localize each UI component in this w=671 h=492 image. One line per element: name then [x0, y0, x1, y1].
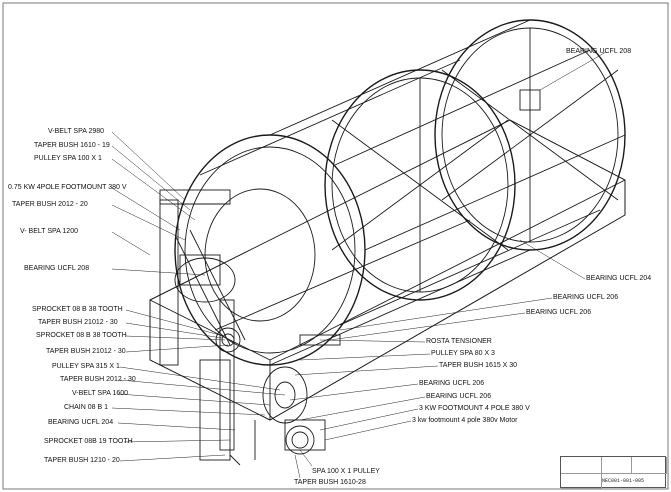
label-sprocket-08b-19: SPROCKET 08B 19 TOOTH	[44, 438, 133, 445]
label-sprocket-08b-38-a: SPROCKET 08 B 38 TOOTH	[32, 306, 123, 313]
label-taper-bush-1610-28: TAPER BUSH 1610-28	[294, 479, 366, 486]
label-pulley-spa-315x1: PULLEY SPA 315 X 1	[52, 363, 120, 370]
label-vbelt-spa-2980: V-BELT SPA 2980	[48, 128, 105, 135]
label-motor-3kw-lower: 3 kw footmount 4 pole 380v Motor	[412, 417, 518, 424]
label-taper-bush-21012-30-a: TAPER BUSH 21012 - 30	[38, 319, 118, 326]
drum-assembly	[149, 19, 626, 466]
label-bearing-ucfl-206-c: BEARING UCFL 206	[419, 380, 485, 387]
label-chain-08b-1: CHAIN 08 B 1	[64, 404, 108, 411]
label-vbelt-spa-1200: V- BELT SPA 1200	[20, 228, 78, 235]
label-pulley-spa-100x1: PULLEY SPA 100 X 1	[34, 155, 102, 162]
label-taper-bush-21012-30-b: TAPER BUSH 21012 - 30	[46, 348, 126, 355]
label-bearing-ucfl-204-left: BEARING UCFL 204	[48, 419, 114, 426]
label-motor-075kw: 0.75 KW 4POLE FOOTMOUNT 380 V	[8, 184, 127, 191]
label-taper-bush-2012-30: TAPER BUSH 2012 - 30	[60, 376, 136, 383]
label-bearing-ucfl-204-right: BEARING UCFL 204	[586, 275, 652, 282]
label-bearing-ucfl-206-a: BEARING UCFL 206	[553, 294, 619, 301]
label-taper-bush-1615-30: TAPER BUSH 1615 X 30	[439, 362, 518, 369]
label-spa-100x1-pulley: SPA 100 X 1 PULLEY	[312, 468, 380, 475]
label-bearing-ucfl-208-left: BEARING UCFL 208	[24, 265, 90, 272]
label-pulley-spa-80x3: PULLEY SPA 80 X 3	[431, 350, 495, 357]
leader-lines	[111, 51, 607, 479]
label-rosta-tensioner: ROSTA TENSIONER	[426, 338, 492, 345]
label-taper-bush-1210-20: TAPER BUSH 1210 - 20	[44, 457, 120, 464]
drawing-number: NEC001-001-005	[602, 478, 645, 484]
label-taper-bush-2012-20: TAPER BUSH 2012 - 20	[12, 201, 88, 208]
label-bearing-ucfl-206-d: BEARING UCFL 206	[426, 393, 492, 400]
label-taper-bush-1610-19: TAPER BUSH 1610 - 19	[34, 142, 110, 149]
label-bearing-ucfl-206-b: BEARING UCFL 206	[526, 309, 592, 316]
label-motor-3kw: 3 KW FOOTMOUNT 4 POLE 380 V	[419, 405, 530, 412]
title-block	[560, 456, 667, 489]
label-sprocket-08b-38-b: SPROCKET 08 B 38 TOOTH	[36, 332, 127, 339]
label-bearing-ucfl-208-top: BEARING UCFL 208	[566, 48, 632, 55]
label-vbelt-spa-1600: V-BELT SPA 1600	[72, 390, 129, 397]
